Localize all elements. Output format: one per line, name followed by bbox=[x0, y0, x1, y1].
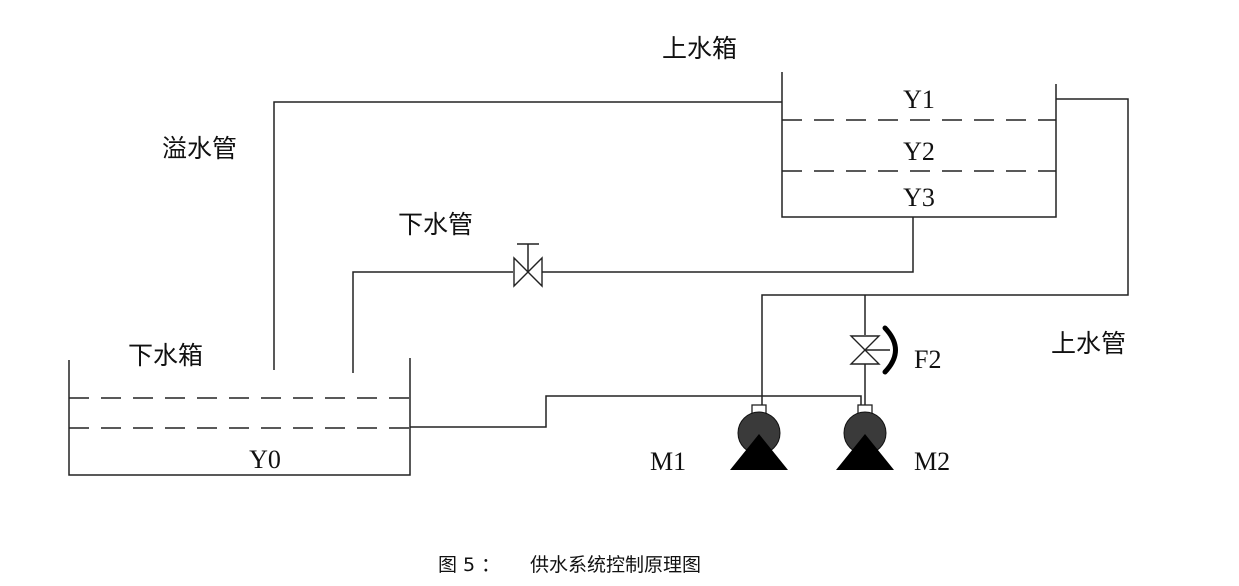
manual-valve[interactable] bbox=[513, 243, 543, 288]
upper-tank-walls bbox=[781, 72, 1057, 218]
overflow-pipe-label: 溢水管 bbox=[162, 134, 237, 163]
lower-tank-label: 下水箱 bbox=[128, 341, 203, 370]
sensor-y1-label: Y1 bbox=[903, 85, 935, 114]
drain-pipe-label: 下水管 bbox=[398, 210, 473, 239]
f2-valve-top-triangle bbox=[849, 335, 881, 351]
pump-m2[interactable] bbox=[836, 404, 894, 470]
pump-m2-base-icon bbox=[836, 434, 894, 470]
lower-tank: Y0 bbox=[68, 358, 411, 476]
suction-pipe bbox=[410, 395, 862, 428]
supply-pipe-label: 上水管 bbox=[1051, 329, 1126, 358]
f2-valve-bottom-triangle bbox=[849, 349, 881, 365]
solenoid-valve-f2[interactable] bbox=[849, 325, 898, 375]
pump-m1-label: M1 bbox=[650, 447, 686, 476]
sensor-y2-label: Y2 bbox=[903, 137, 935, 166]
manual-valve-left-triangle bbox=[513, 256, 529, 288]
sensor-y3-label: Y3 bbox=[903, 183, 935, 212]
pump-m1[interactable] bbox=[730, 404, 788, 470]
f2-label: F2 bbox=[914, 345, 941, 374]
figure-caption: 供水系统控制原理图 bbox=[530, 554, 701, 576]
drain-pipe-left bbox=[352, 271, 513, 373]
pump-m2-label: M2 bbox=[914, 447, 950, 476]
pump-m1-base-icon bbox=[730, 434, 788, 470]
figure-number: 图 5 ： bbox=[438, 554, 500, 576]
drain-pipe-right bbox=[542, 217, 914, 273]
supply-pipe bbox=[761, 98, 1129, 405]
upper-tank-label: 上水箱 bbox=[662, 34, 737, 63]
upper-tank: Y1 Y2 Y3 bbox=[781, 72, 1057, 218]
sensor-y0-label: Y0 bbox=[249, 445, 281, 474]
manual-valve-right-triangle bbox=[527, 256, 543, 288]
overflow-pipe bbox=[273, 101, 782, 370]
lower-tank-walls bbox=[68, 358, 411, 476]
f2-actuator-icon bbox=[882, 325, 898, 375]
